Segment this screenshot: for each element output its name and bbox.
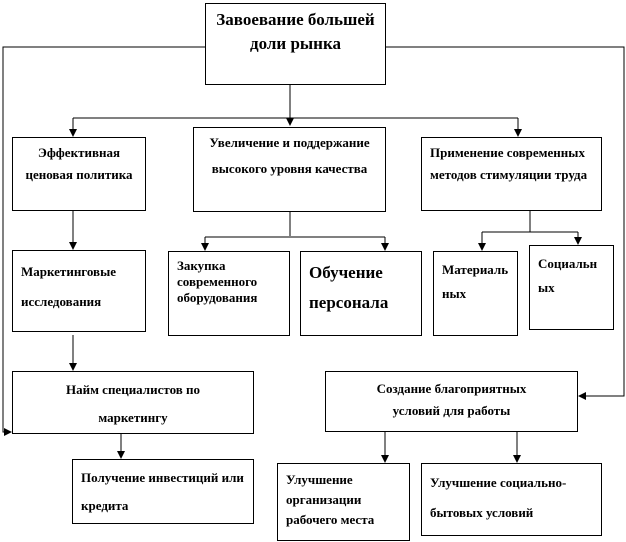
node-price: Эффективная ценовая политика bbox=[12, 137, 146, 211]
node-workplace: Улучшение организации рабочего места bbox=[277, 463, 410, 541]
node-stimulus: Применение современных методов стимуляци… bbox=[421, 137, 602, 211]
node-investment: Получение инвестиций или кредита bbox=[72, 459, 254, 524]
node-label: Увеличение и поддержание высокого уровня… bbox=[209, 135, 370, 176]
node-label: Обучение персонала bbox=[309, 263, 389, 312]
node-label: Найм специалистов по маркетингу bbox=[65, 382, 201, 425]
node-label: Улучшение социально-бытовых условий bbox=[430, 475, 567, 520]
node-marketing: Маркетинговые исследования bbox=[12, 250, 146, 332]
node-hire: Найм специалистов по маркетингу bbox=[12, 371, 254, 434]
node-social: Социальных bbox=[529, 245, 614, 330]
node-label: Социальных bbox=[538, 256, 598, 295]
node-living: Улучшение социально-бытовых условий bbox=[421, 463, 602, 536]
node-label: Улучшение организации рабочего места bbox=[286, 472, 375, 527]
node-goal: Завоевание большей доли рынка bbox=[205, 3, 386, 85]
node-label: Завоевание большей доли рынка bbox=[216, 10, 375, 53]
node-label: Эффективная ценовая политика bbox=[25, 145, 133, 182]
node-label: Применение современных методов стимуляци… bbox=[430, 145, 588, 182]
node-quality: Увеличение и поддержание высокого уровня… bbox=[193, 127, 386, 212]
node-equipment: Закупка современного оборудования bbox=[168, 251, 290, 336]
node-label: Закупка современного оборудования bbox=[177, 258, 258, 305]
node-training: Обучение персонала bbox=[300, 251, 422, 336]
node-label: Материальных bbox=[442, 262, 509, 301]
node-conditions: Создание благоприятных условий для работ… bbox=[325, 371, 578, 432]
node-label: Маркетинговые исследования bbox=[21, 264, 116, 309]
node-label: Создание благоприятных условий для работ… bbox=[376, 381, 527, 418]
node-label: Получение инвестиций или кредита bbox=[81, 470, 244, 513]
node-material: Материальных bbox=[433, 251, 518, 336]
